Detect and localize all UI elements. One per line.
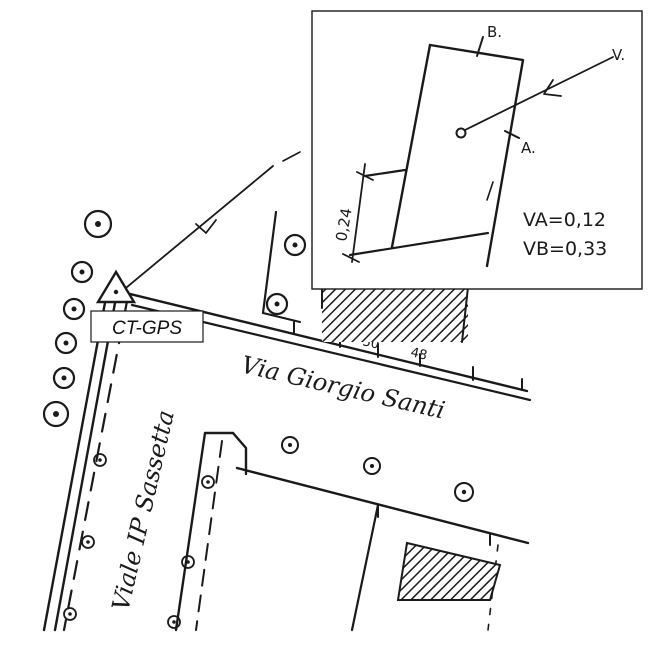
block-south bbox=[174, 431, 502, 632]
hatched-building-south bbox=[396, 541, 502, 601]
inset-vb-value: VB=0,33 bbox=[523, 238, 607, 260]
tree-icon bbox=[265, 292, 289, 316]
tree-icon bbox=[63, 607, 77, 621]
viale-sassetta-edges bbox=[42, 290, 130, 632]
tree-icon bbox=[281, 436, 299, 454]
viale-edge-inner bbox=[53, 290, 119, 632]
leader-line bbox=[126, 151, 301, 288]
tree-icon bbox=[42, 400, 70, 428]
survey-point-icon bbox=[455, 127, 467, 139]
tree-icon bbox=[81, 535, 95, 549]
tree-icon bbox=[52, 366, 76, 390]
tree-icon bbox=[181, 555, 195, 569]
tree-icon bbox=[167, 615, 181, 629]
tree-symbols bbox=[42, 209, 474, 629]
inset-dimension: 0,24 bbox=[332, 207, 356, 243]
tree-icon bbox=[454, 482, 474, 502]
inset-pillar-outline bbox=[428, 43, 525, 268]
hatched-building-north bbox=[322, 287, 468, 342]
gps-label-box bbox=[90, 310, 204, 343]
tree-icon bbox=[83, 209, 113, 239]
tree-icon bbox=[54, 331, 78, 355]
house-number-48: 48 bbox=[409, 345, 428, 363]
street-name-viale-sassetta: Viale IP Sassetta bbox=[107, 407, 180, 613]
inset-label-v: V. bbox=[612, 46, 625, 64]
gps-point-marker bbox=[95, 269, 137, 304]
detail-inset: B. V. A. 0,24 VA=0,12 VB=0,33 bbox=[311, 10, 643, 290]
tree-icon bbox=[201, 475, 215, 489]
tree-icon bbox=[93, 453, 107, 467]
street-name-via-santi: Via Giorgio Santi bbox=[239, 351, 448, 425]
gps-label: CT-GPS bbox=[112, 318, 182, 339]
inset-label-a: A. bbox=[521, 139, 536, 157]
tree-icon bbox=[283, 233, 307, 257]
viale-edge-outer bbox=[42, 290, 109, 632]
inset-va-value: VA=0,12 bbox=[523, 209, 606, 231]
house-number-ticks bbox=[293, 321, 523, 546]
inset-frame bbox=[311, 10, 643, 290]
gps-triangle-icon bbox=[95, 269, 137, 304]
via-edge-south bbox=[235, 466, 530, 545]
tree-icon bbox=[62, 297, 86, 321]
arrow-head-icon bbox=[543, 79, 562, 97]
viale-dashed-kerb bbox=[62, 294, 130, 632]
tree-icon bbox=[363, 457, 381, 475]
arrow-head-icon bbox=[195, 219, 217, 234]
tree-icon bbox=[70, 260, 94, 284]
inset-label-b: B. bbox=[487, 23, 502, 41]
